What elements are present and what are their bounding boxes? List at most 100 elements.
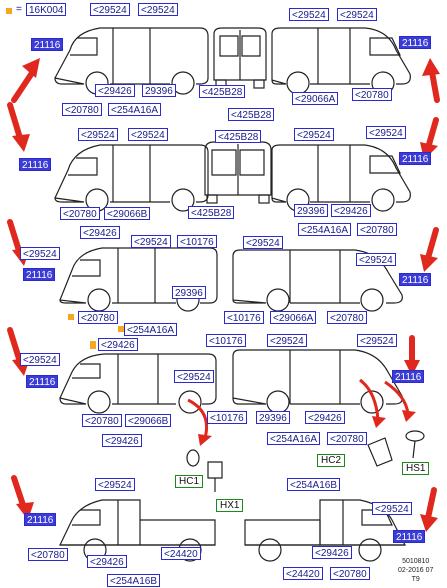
- label-r2-b: <29524: [128, 128, 168, 141]
- label-r4-m: <29426: [305, 411, 345, 424]
- label-r4-l: 29396: [256, 411, 290, 424]
- label-r2-d: <20780: [60, 207, 100, 220]
- label-r1-m: <29066A: [292, 92, 339, 105]
- label-r4-k: 21116: [392, 370, 425, 383]
- label-r4-f: <29426: [102, 434, 142, 447]
- label-r3-j: <29524: [356, 253, 396, 266]
- label-r5-k: <24420: [283, 567, 323, 580]
- legend-code: 16K004: [26, 3, 67, 16]
- label-r2-g: <425B28: [215, 130, 262, 143]
- label-r5-a: <29524: [95, 478, 135, 491]
- label-r3-f: <20780: [78, 311, 118, 324]
- callout-hx1: HX1: [216, 499, 244, 512]
- label-r3-i: <29524: [243, 236, 283, 249]
- label-r4-d: <20780: [82, 414, 122, 427]
- van-side-view-3: [54, 144, 209, 212]
- label-r1-d: <29426: [95, 84, 135, 97]
- label-r2-h: <425B28: [188, 206, 235, 219]
- label-r3-a: <29524: [131, 235, 171, 248]
- label-r5-f: <254A16B: [107, 574, 160, 587]
- label-r5-l: <20780: [330, 567, 370, 580]
- callout-hc1: HC1: [175, 475, 204, 488]
- label-r3-g: <254A16A: [124, 323, 177, 336]
- arrow-callout-hx1: [187, 398, 209, 439]
- label-r3-n: <20780: [327, 311, 367, 324]
- label-r4-h: <10176: [207, 411, 247, 424]
- label-r3-k: 21116: [399, 273, 432, 286]
- label-r1-a: <29524: [90, 3, 130, 16]
- label-r2-l: 29396: [294, 204, 328, 217]
- label-r2-f: <29426: [80, 226, 120, 239]
- label-r1-h: <425B28: [199, 85, 246, 98]
- label-r1-c: 21116: [31, 38, 64, 51]
- label-r5-c: <20780: [28, 548, 68, 561]
- arrow-row4-right: [404, 335, 420, 376]
- label-r3-h: <29426: [98, 338, 138, 351]
- footer-line2: 02-2016 07: [398, 567, 434, 574]
- label-r2-k: 21116: [399, 152, 432, 165]
- arrow-row3-right: [420, 227, 439, 272]
- marker-r3-1: [68, 314, 74, 320]
- label-r3-l: <10176: [224, 311, 264, 324]
- label-r5-j: <29426: [312, 546, 352, 559]
- van-rear-view-2: [204, 141, 272, 204]
- part-hs1-drawing: [405, 430, 425, 459]
- arrow-row1-right: [422, 58, 440, 103]
- label-r1-f: <20780: [62, 103, 102, 116]
- label-r1-g: <254A16A: [108, 103, 161, 116]
- callout-hs1: HS1: [402, 462, 430, 475]
- label-r1-l: 21116: [399, 36, 432, 49]
- label-r4-n: <254A16A: [267, 432, 320, 445]
- arrowhead-hc2: [372, 416, 386, 428]
- van-side-view-2: [271, 27, 411, 95]
- marker-r4-1: [90, 343, 96, 349]
- arrowhead-hs1: [402, 410, 416, 422]
- label-r1-k: <29524: [337, 8, 377, 21]
- arrow-row5-right: [420, 487, 438, 532]
- part-hx1-drawing: [207, 461, 223, 492]
- van-side-view-6: [232, 249, 403, 312]
- footer-line1: 5010810: [402, 558, 430, 565]
- label-r2-n: <254A16A: [298, 223, 351, 236]
- label-r3-m: <29066A: [270, 311, 317, 324]
- label-r2-m: <29426: [331, 204, 371, 217]
- label-r2-o: <20780: [357, 223, 397, 236]
- chassis-cab-view-1: [59, 499, 216, 562]
- arrow-row2-left: [7, 102, 30, 152]
- footer-id: 5010810 02-2016 07 T9: [398, 557, 433, 584]
- van-side-view-4: [271, 144, 411, 212]
- van-side-view-5: [59, 247, 218, 312]
- legend-eq: =: [16, 4, 22, 15]
- marker-r3-2: [118, 326, 124, 332]
- label-r2-i: <29524: [294, 128, 334, 141]
- arrow-callout-hc2: [359, 378, 380, 421]
- callout-hc2: HC2: [317, 454, 346, 467]
- label-r4-c: <29524: [174, 370, 214, 383]
- label-r4-j: <29524: [357, 334, 397, 347]
- label-r1-b: <29524: [138, 3, 178, 16]
- label-r3-e: 29396: [172, 286, 206, 299]
- label-r4-b: 21116: [26, 375, 59, 388]
- label-r1-e: 29396: [142, 84, 176, 97]
- label-r3-c: <29524: [20, 247, 60, 260]
- label-r4-e: <29066B: [125, 414, 172, 427]
- legend-swatch: [6, 8, 12, 14]
- van-side-view-8: [232, 349, 403, 414]
- part-hc1-drawing: [186, 449, 200, 467]
- label-r2-j: <29524: [366, 126, 406, 139]
- label-r2-a: <29524: [78, 128, 118, 141]
- label-r5-g: <254A16B: [287, 478, 340, 491]
- arrow-row1-left: [11, 58, 40, 103]
- label-r4-a: <29524: [20, 353, 60, 366]
- label-r2-c: 21116: [19, 158, 52, 171]
- part-hc2-drawing: [367, 437, 393, 467]
- footer-line3: T9: [411, 576, 420, 583]
- van-side-view-7: [59, 353, 217, 414]
- label-r5-i: 21116: [393, 530, 426, 543]
- label-r5-d: <29426: [87, 555, 127, 568]
- arrowhead-hx1: [198, 434, 212, 446]
- label-r3-b: <10176: [177, 235, 217, 248]
- van-rear-view-1: [213, 27, 267, 89]
- label-r3-d: 21116: [23, 268, 56, 281]
